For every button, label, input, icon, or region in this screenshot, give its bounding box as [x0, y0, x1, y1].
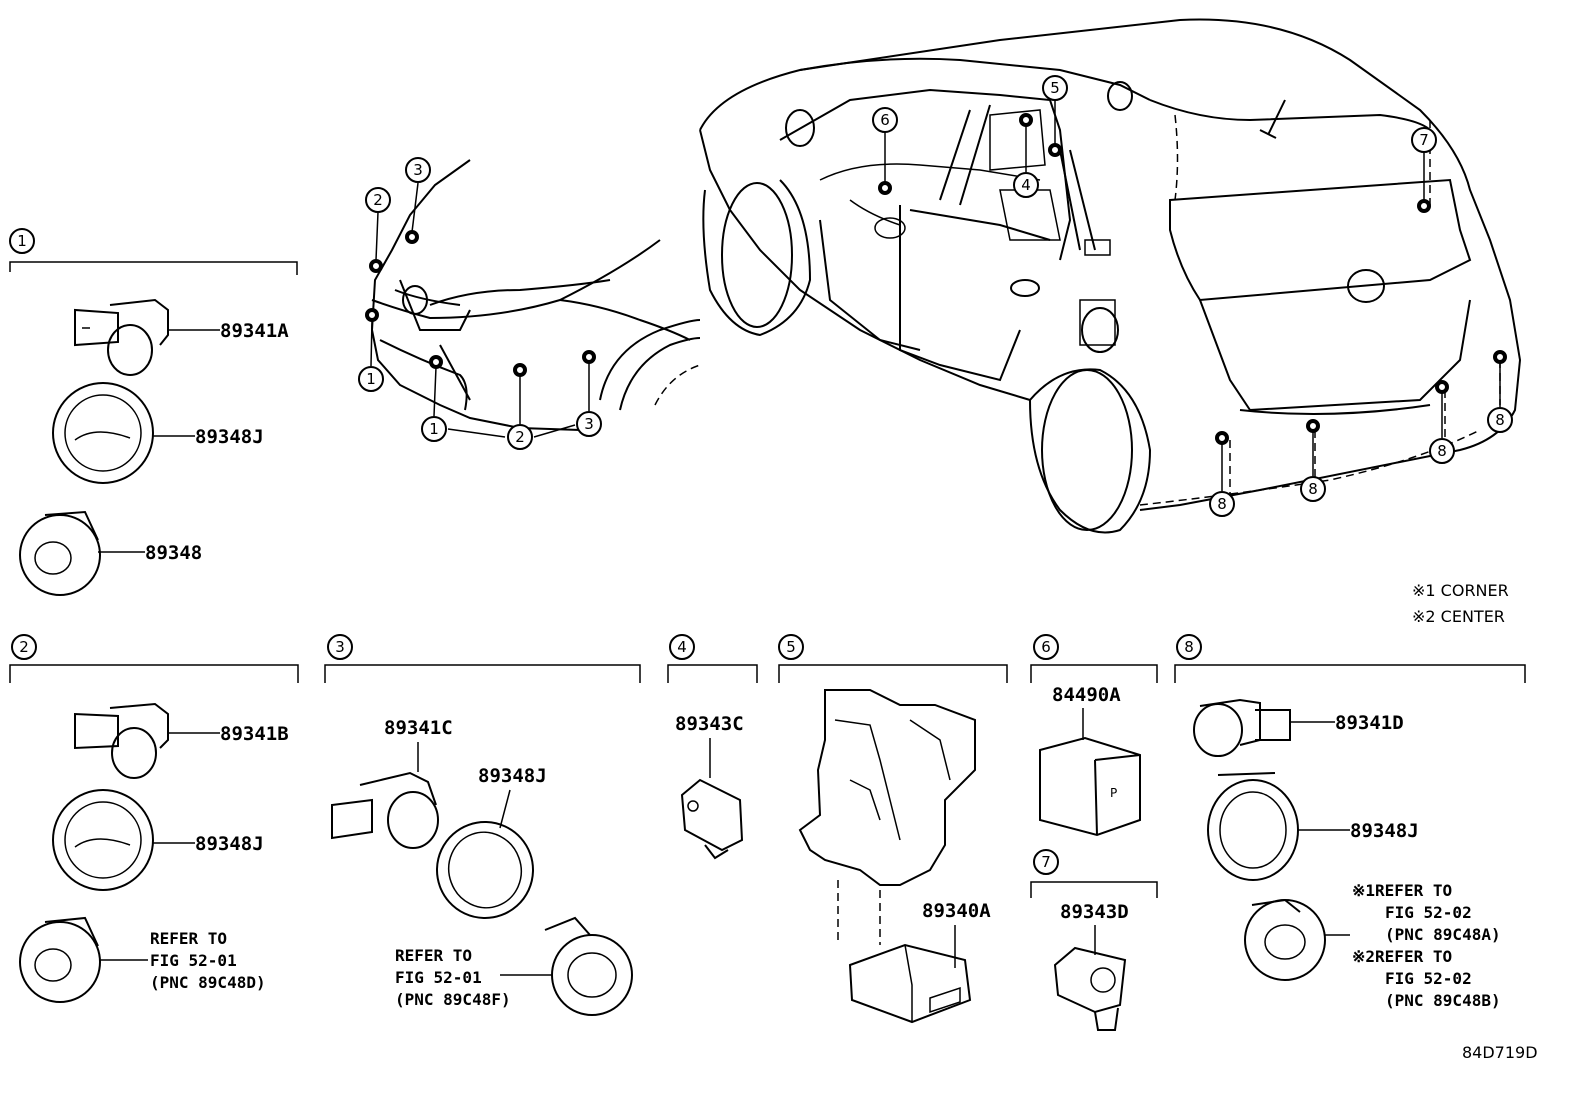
- svg-text:※1REFER TO: ※1REFER TO: [1352, 881, 1452, 900]
- callout-7-rear: 7: [1411, 127, 1437, 153]
- svg-text:4: 4: [1021, 176, 1031, 194]
- svg-text:1: 1: [429, 420, 439, 438]
- bezel-group8-drawing: [1244, 898, 1326, 981]
- ring-89348J-group3-drawing: [436, 821, 534, 919]
- group-3: 3 89341C 89348J REFER TO FIG 52-01 (PNC …: [324, 634, 641, 1016]
- svg-text:3: 3: [335, 638, 345, 656]
- ecu-89340A-drawing: [848, 943, 972, 1024]
- svg-text:FIG 52-01: FIG 52-01: [150, 951, 237, 970]
- group-5: 5 89340A: [778, 634, 1008, 1024]
- svg-text:89341B: 89341B: [220, 723, 289, 745]
- svg-text:89341D: 89341D: [1335, 712, 1404, 734]
- car-callouts: 3 2 1 1 2 3 6 4 5 7 8 8 8 8: [358, 75, 1513, 517]
- svg-text:84490A: 84490A: [1052, 684, 1121, 706]
- callout-5-dash: 5: [1042, 75, 1068, 101]
- svg-text:89348J: 89348J: [195, 833, 264, 855]
- callout-8-rear-c: 8: [1429, 438, 1455, 464]
- callout-3-front-top: 3: [405, 157, 431, 183]
- svg-text:(PNC 89C48A): (PNC 89C48A): [1385, 925, 1501, 944]
- svg-text:5: 5: [786, 638, 796, 656]
- svg-text:89341A: 89341A: [220, 320, 289, 342]
- svg-text:8: 8: [1437, 442, 1447, 460]
- group-7: 7 89343D: [1030, 849, 1158, 1031]
- group-6: 6 84490A P: [1030, 634, 1158, 837]
- svg-text:3: 3: [413, 161, 423, 179]
- svg-text:3: 3: [584, 415, 594, 433]
- legend-center: ※2 CENTER: [1412, 607, 1505, 626]
- svg-text:7: 7: [1419, 131, 1429, 149]
- callout-leaders: [370, 101, 1501, 491]
- callout-1-front-bottom: 1: [421, 416, 447, 442]
- svg-text:89348J: 89348J: [478, 765, 547, 787]
- ring-89348J-drawing: [52, 382, 154, 484]
- ring-89348J-group2-drawing: [52, 789, 154, 891]
- group-2: 2 89341B 89348J REFER TO FIG 52-01 (PNC …: [9, 634, 299, 1003]
- svg-text:(PNC 89C48D): (PNC 89C48D): [150, 973, 266, 992]
- sensor-89341B-drawing: [74, 702, 169, 779]
- bracket-drawing: [798, 689, 976, 886]
- svg-text:8: 8: [1308, 480, 1318, 498]
- rear-car-illustration: [699, 18, 1522, 534]
- svg-text:2: 2: [19, 638, 29, 656]
- svg-text:4: 4: [677, 638, 687, 656]
- svg-text:※2REFER TO: ※2REFER TO: [1352, 947, 1452, 966]
- svg-text:REFER TO: REFER TO: [395, 946, 472, 965]
- svg-text:FIG 52-02: FIG 52-02: [1385, 969, 1472, 988]
- sensor-89343C-drawing: [680, 778, 744, 860]
- ring-89348J-group8-drawing: [1207, 772, 1299, 881]
- callout-3-front-bottom: 3: [576, 411, 602, 437]
- sensor-89343D-drawing: [1053, 946, 1127, 1031]
- svg-text:1: 1: [366, 370, 376, 388]
- svg-text:FIG 52-01: FIG 52-01: [395, 968, 482, 987]
- svg-text:(PNC 89C48F): (PNC 89C48F): [395, 990, 511, 1009]
- svg-text:89348J: 89348J: [195, 426, 264, 448]
- legend-corner: ※1 CORNER: [1412, 581, 1509, 600]
- callout-2-front-bottom: 2: [507, 424, 533, 450]
- svg-text:89343C: 89343C: [675, 713, 744, 735]
- sensor-location-dots: [365, 113, 1507, 445]
- svg-text:89341C: 89341C: [384, 717, 453, 739]
- front-car-illustration: [370, 159, 701, 431]
- svg-text:5: 5: [1050, 79, 1060, 97]
- svg-text:89343D: 89343D: [1060, 901, 1129, 923]
- svg-text:REFER TO: REFER TO: [150, 929, 227, 948]
- callout-2-front-top: 2: [365, 187, 391, 213]
- group-1: 1 89341A 89348J 89348: [9, 228, 298, 596]
- svg-text:(PNC 89C48B): (PNC 89C48B): [1385, 991, 1501, 1010]
- svg-text:8: 8: [1217, 495, 1227, 513]
- svg-text:89348J: 89348J: [1350, 820, 1419, 842]
- switch-84490A-drawing: P: [1039, 736, 1141, 837]
- callout-8-rear-d: 8: [1487, 407, 1513, 433]
- group-4: 4 89343C: [667, 634, 758, 860]
- svg-text:89348: 89348: [145, 542, 202, 564]
- svg-text:6: 6: [1041, 638, 1051, 656]
- svg-text:2: 2: [373, 191, 383, 209]
- bezel-group3-drawing: [544, 916, 633, 1016]
- svg-text:8: 8: [1495, 411, 1505, 429]
- svg-text:6: 6: [880, 111, 890, 129]
- sensor-89341D-drawing: [1193, 698, 1291, 757]
- group-8: 8 89341D 89348J ※1REFER TO FIG 52-02 (PN…: [1174, 634, 1526, 1010]
- bezel-group2-drawing: [19, 916, 101, 1003]
- svg-text:7: 7: [1041, 853, 1051, 871]
- svg-text:89340A: 89340A: [922, 900, 991, 922]
- svg-text:1: 1: [17, 232, 27, 250]
- callout-4-dash: 4: [1013, 172, 1039, 198]
- svg-text:P: P: [1110, 786, 1117, 800]
- callout-1-front-left: 1: [358, 366, 384, 392]
- sensor-89341C-drawing: [331, 771, 439, 849]
- bezel-89348-drawing: [19, 510, 101, 596]
- callout-8-rear-a: 8: [1209, 491, 1235, 517]
- svg-text:8: 8: [1184, 638, 1194, 656]
- callout-8-rear-b: 8: [1300, 476, 1326, 502]
- callout-6-dash: 6: [872, 107, 898, 133]
- diagram-code: 84D719D: [1462, 1043, 1538, 1062]
- svg-text:FIG 52-02: FIG 52-02: [1385, 903, 1472, 922]
- svg-text:2: 2: [515, 428, 525, 446]
- sensor-89341A-drawing: [74, 298, 169, 376]
